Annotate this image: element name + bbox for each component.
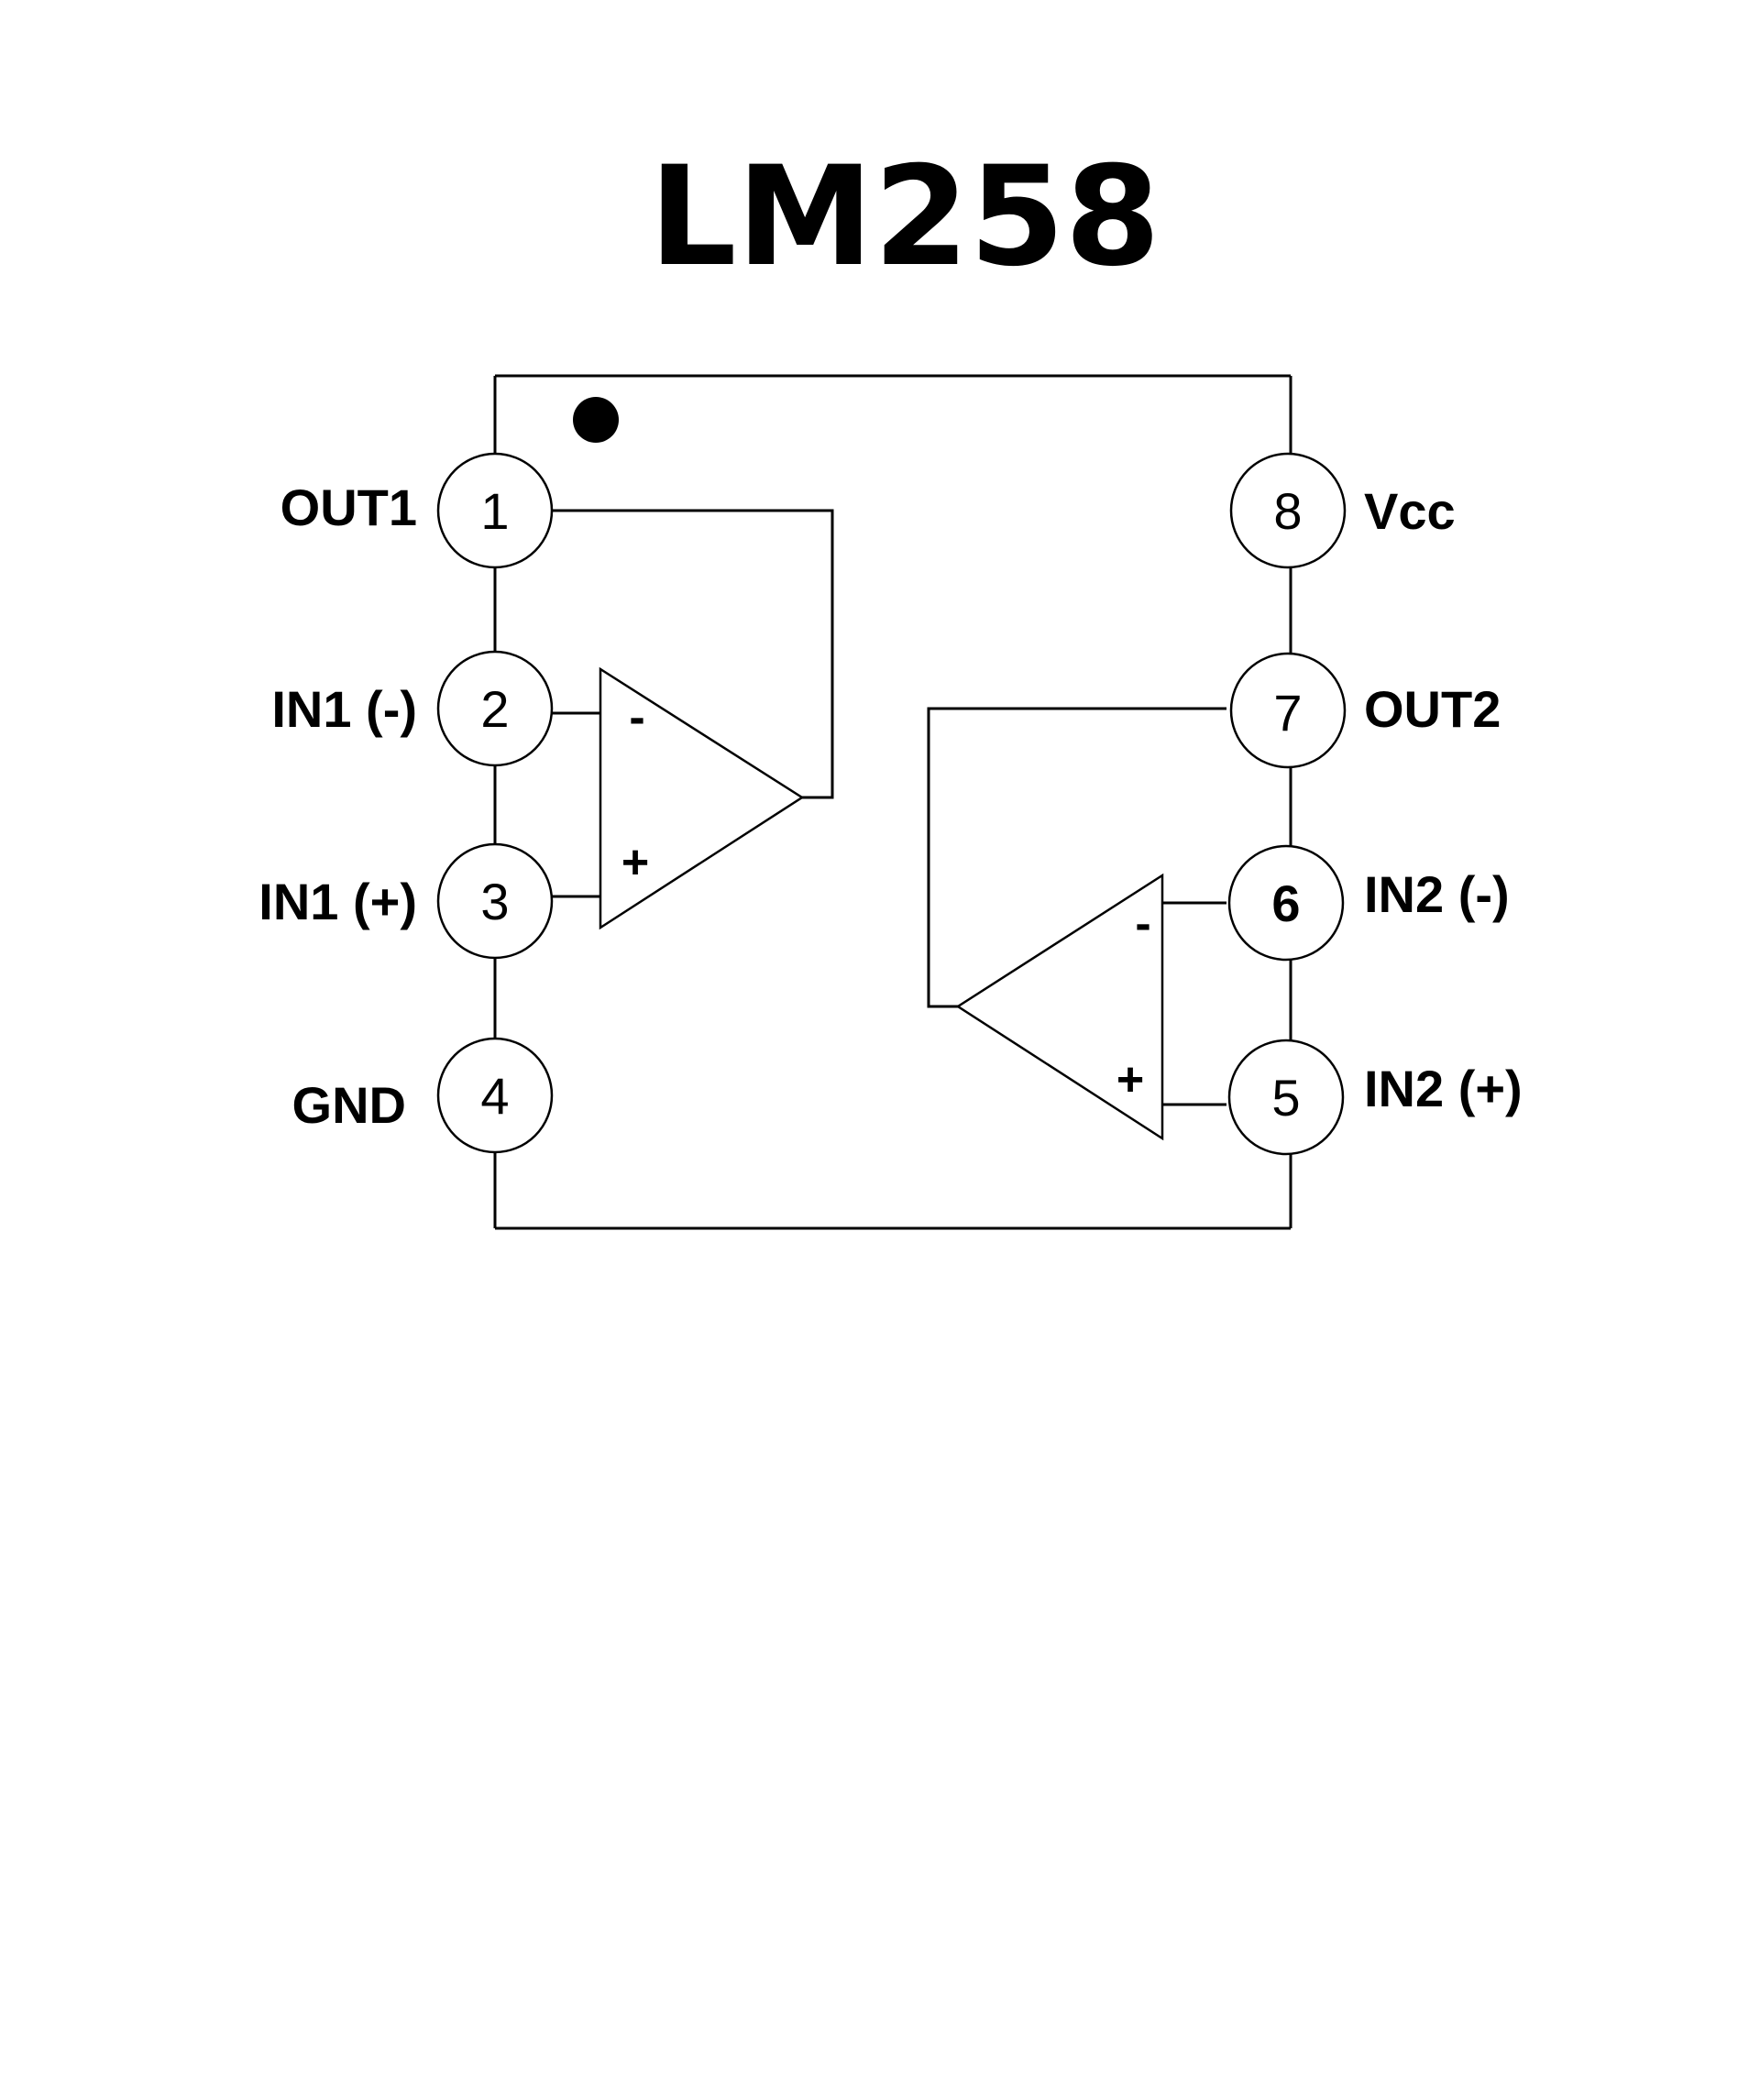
pin-3-number: 3 — [480, 873, 509, 930]
opamp2-minus-sign: - — [1135, 897, 1150, 951]
opamp-2: - + — [927, 707, 1226, 1141]
pin-4-number: 4 — [480, 1067, 509, 1125]
opamp1-minus-sign: - — [629, 691, 644, 744]
pin-4-label: GND — [292, 1076, 406, 1134]
pin-3-label: IN1 (+) — [258, 873, 417, 930]
pin-8: 8 Vcc — [1229, 452, 1456, 569]
pin-5-number: 5 — [1271, 1069, 1300, 1127]
pin-8-label: Vcc — [1364, 482, 1456, 540]
pin-4: 4 GND — [292, 1037, 554, 1154]
pin-7-label: OUT2 — [1364, 680, 1501, 738]
opamp2-plus-sign: + — [1116, 1053, 1144, 1106]
opamp-1: - + — [550, 509, 834, 930]
chip-title: LM258 — [649, 137, 1160, 297]
opamp1-plus-sign: + — [622, 836, 649, 889]
pin-1-number: 1 — [480, 482, 509, 540]
pin-8-number: 8 — [1273, 482, 1302, 540]
pin-6-number: 6 — [1271, 874, 1300, 932]
pin-5: 5 IN2 (+) — [1227, 1039, 1523, 1156]
pin-2-number: 2 — [480, 680, 509, 738]
pin-7-number: 7 — [1273, 684, 1302, 742]
pin-5-label: IN2 (+) — [1364, 1060, 1523, 1117]
pin-1: 1 OUT1 — [280, 452, 554, 569]
pin-7: 7 OUT2 — [1229, 652, 1501, 769]
pin-6: 6 IN2 (-) — [1227, 844, 1510, 962]
pin-2-label: IN1 (-) — [271, 680, 417, 738]
package-outline — [493, 374, 1292, 1230]
pin-3: 3 IN1 (+) — [258, 842, 554, 960]
pin-1-label: OUT1 — [280, 478, 417, 536]
pin-6-label: IN2 (-) — [1364, 865, 1510, 923]
pin-2: 2 IN1 (-) — [271, 650, 554, 767]
pin1-orientation-dot — [573, 397, 619, 443]
